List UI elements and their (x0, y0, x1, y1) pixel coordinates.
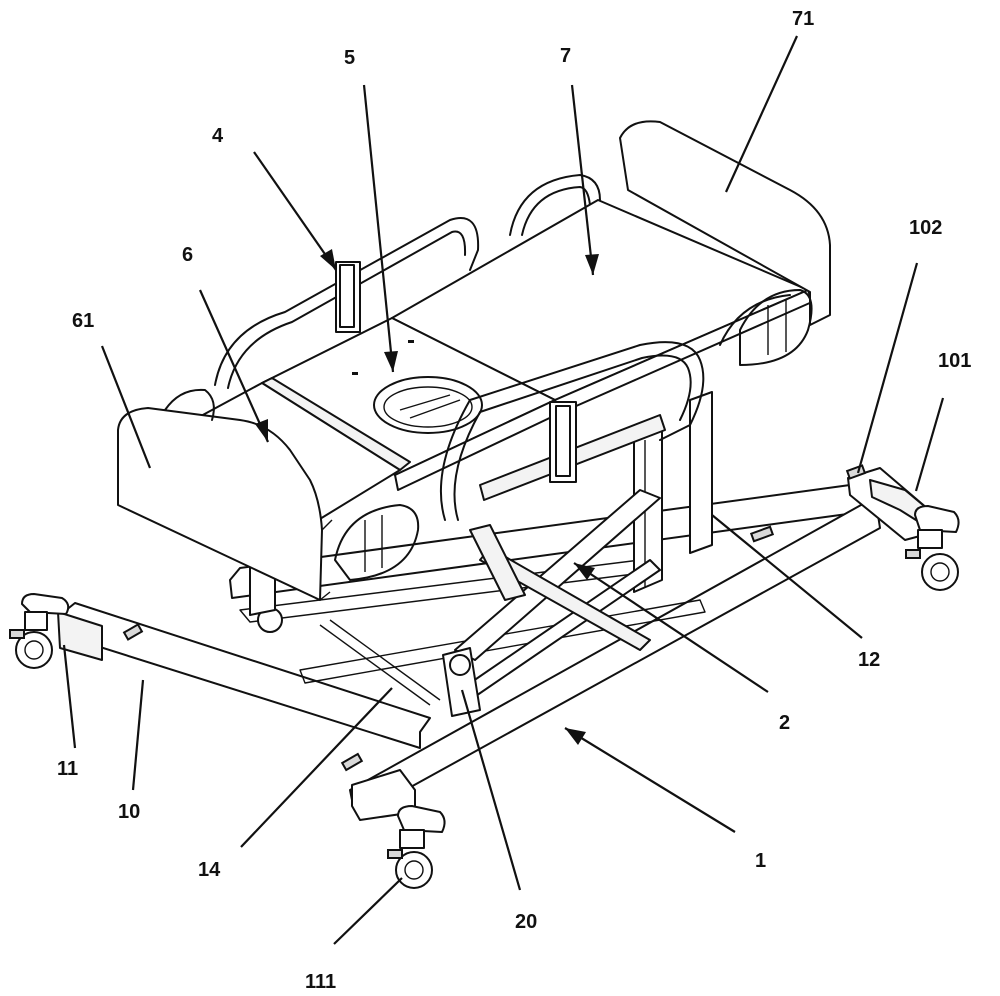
label-101: 101 (938, 350, 971, 372)
label-10: 10 (118, 801, 140, 823)
label-61: 61 (72, 310, 94, 332)
label-20: 20 (515, 911, 537, 933)
label-4: 4 (212, 125, 224, 147)
label-11: 11 (57, 758, 78, 780)
label-2: 2 (779, 712, 790, 734)
label-111: 111 (305, 971, 336, 993)
label-71: 71 (792, 8, 814, 30)
label-6: 6 (182, 244, 193, 266)
label-12: 12 (858, 649, 880, 671)
label-7: 7 (560, 45, 571, 67)
label-1: 1 (755, 850, 766, 872)
label-5: 5 (344, 47, 355, 69)
label-14: 14 (198, 859, 221, 881)
label-102: 102 (909, 217, 942, 239)
